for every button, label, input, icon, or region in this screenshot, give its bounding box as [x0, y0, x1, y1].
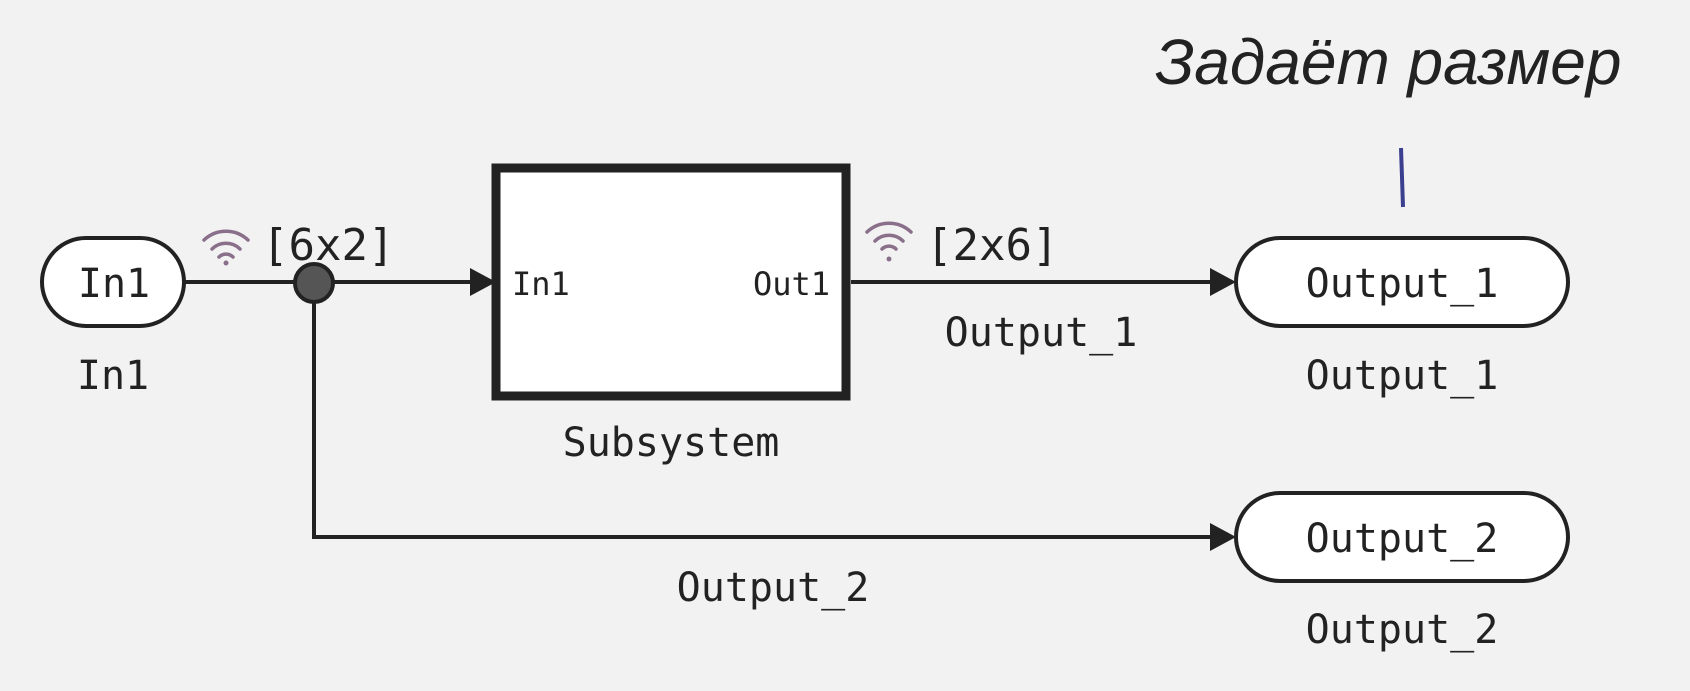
in1-caption: In1 — [77, 353, 149, 399]
subsystem-caption: Subsystem — [563, 420, 780, 466]
output-1-arrowhead — [1210, 268, 1236, 296]
output-1-block-label: Output_1 — [1306, 261, 1499, 307]
output-2-arrowhead — [1210, 523, 1236, 551]
annotation-text: Задаёт размер — [1155, 26, 1621, 98]
output-2-block-label: Output_2 — [1306, 516, 1499, 562]
output-1-dimension-label: [2x6] — [926, 220, 1058, 271]
output-2-block[interactable] — [1234, 491, 1570, 583]
branch-point[interactable] — [293, 262, 335, 304]
subsystem-block[interactable] — [491, 163, 851, 401]
subsystem-out-port-label: Out1 — [753, 265, 830, 303]
input-arrowhead — [470, 268, 496, 296]
output-2-signal-line[interactable] — [312, 283, 1210, 539]
output-1-caption: Output_1 — [1306, 353, 1499, 399]
in1-block-label: In1 — [78, 261, 150, 307]
input-dimension-label: [6x2] — [262, 220, 394, 271]
annotation-marker — [1399, 147, 1405, 208]
output-2-signal-label: Output_2 — [677, 565, 870, 611]
output-1-block[interactable] — [1234, 236, 1570, 328]
signal-broadcast-icon — [202, 229, 250, 266]
subsystem-in-port-label: In1 — [512, 265, 570, 303]
output-2-caption: Output_2 — [1306, 607, 1499, 653]
output-1-signal-label: Output_1 — [945, 310, 1138, 356]
signal-broadcast-icon — [865, 221, 913, 262]
